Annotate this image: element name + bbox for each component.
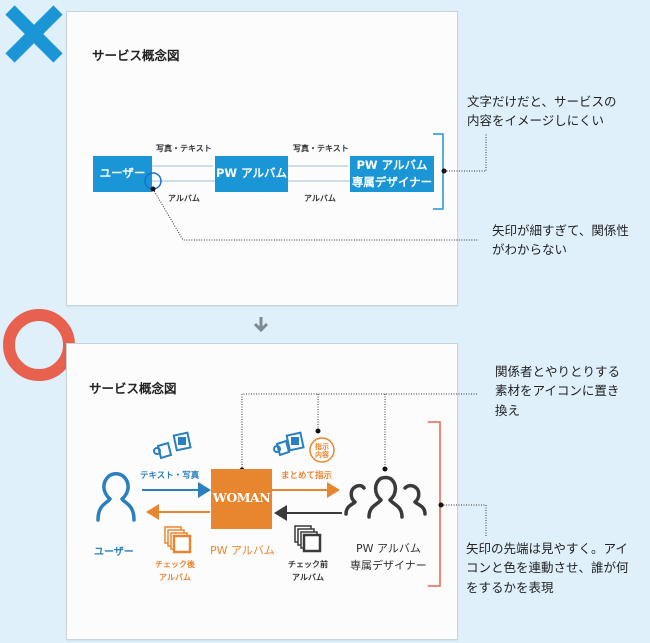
album-logo-text: WOMAN: [212, 490, 271, 505]
bad-note-arrow-thin: 矢印が細すぎて、関係性 がわからない: [492, 223, 629, 258]
bad-edge-label-designer-to-album: アルバム: [304, 194, 336, 203]
good-note-arrows: 矢印の先端は見やすく。アイ コンと色を連動させ、誰が何 をするかを表現: [466, 541, 629, 595]
down-arrow-icon: [253, 317, 269, 333]
arrow-album-to-designer: [272, 482, 340, 498]
unchecked-album-stack-icon: [294, 525, 322, 553]
label-album-to-user: チェック後 アルバム: [155, 560, 195, 583]
label-designer-to-album: チェック前 アルバム: [288, 560, 328, 583]
good-bracket: [428, 421, 441, 587]
good-node-album-label: PW アルバム: [210, 544, 275, 557]
bad-edge-label-album-to-designer: 写真・テキスト: [293, 144, 349, 153]
good-node-user-label: ユーザー: [94, 547, 134, 558]
label-album-to-designer: まとめて指示: [281, 471, 333, 481]
checked-album-stack-icon: [164, 526, 192, 554]
arrow-designer-to-album: [274, 505, 342, 521]
instruction-badge: [309, 437, 335, 463]
bad-edge-label-user-to-album: 写真・テキスト: [156, 144, 212, 153]
bad-designer-line1: PW アルバム: [356, 157, 428, 172]
user-person-icon: [96, 472, 136, 522]
arrow-album-to-user: [146, 504, 210, 520]
bad-thin-arrows: [152, 165, 350, 182]
bad-edge-label-album-to-user: アルバム: [168, 194, 200, 203]
good-note-icons: 関係者とやりとりする 素材をアイコンに置き 換え: [495, 364, 621, 418]
bad-note-text-clarity: 文字だけだと、サービスの 内容をイメージしにくい: [467, 94, 617, 129]
arrow-user-to-album: [142, 482, 211, 498]
instruction-badge-text: 指示 内容: [315, 443, 329, 460]
bad-panel-title: サービス概念図: [92, 48, 180, 63]
bad-node-album: PW アルバム: [215, 156, 288, 192]
label-user-to-album: テキスト・写真: [140, 471, 200, 481]
good-panel-title: サービス概念図: [89, 381, 177, 396]
bad-designer-line2: 専属デザイナー: [351, 175, 433, 189]
bad-node-designer: PW アルバム 専属デザイナー: [350, 156, 434, 192]
bad-node-user: ユーザー: [93, 156, 152, 192]
album-logo-block: [211, 469, 272, 529]
designers-group-icon: [344, 475, 427, 519]
cross-mark-icon: [5, 5, 63, 63]
text-photo-icons: [153, 431, 192, 460]
good-node-designer-label: PW アルバム 専属デザイナー: [350, 542, 427, 573]
instruction-icons: [273, 431, 305, 457]
